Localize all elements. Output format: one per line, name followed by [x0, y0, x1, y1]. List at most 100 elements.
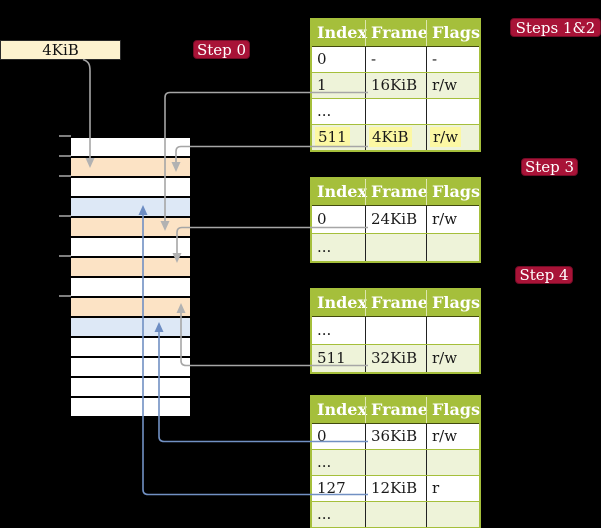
table-header: Index Frame Flags — [312, 179, 480, 206]
table-row: 511 32KiB r/w — [312, 344, 479, 372]
memory-row-empty — [71, 238, 190, 258]
cell-frame: 32KiB — [365, 345, 426, 372]
cell-index: 511 — [317, 349, 346, 367]
cell-index: ... — [317, 321, 332, 339]
table-row: 127 12KiB r — [312, 475, 479, 501]
cell-index: 1 — [317, 76, 327, 94]
cell-frame: - — [365, 47, 426, 72]
address-tick — [59, 175, 71, 177]
cell-flags — [426, 317, 479, 344]
page-table-3: Index Frame Flags ... 511 32KiB r/w — [310, 288, 481, 374]
cell-flags — [426, 450, 479, 475]
cell-flags — [426, 234, 479, 261]
page-table-2: Index Frame Flags 0 24KiB r/w ... — [310, 177, 481, 263]
cell-flags — [426, 502, 479, 527]
address-tick — [59, 155, 71, 157]
badge-steps-1-2: Steps 1&2 — [510, 18, 601, 37]
cell-frame — [365, 317, 426, 344]
frame-address-box: 4KiB — [0, 40, 121, 60]
cell-flags: r/w — [426, 206, 479, 233]
cell-index: 511 — [312, 125, 365, 150]
address-tick — [59, 295, 71, 297]
memory-row-page — [71, 198, 190, 218]
table-row-highlighted: 511 4KiB r/w — [312, 124, 479, 150]
badge-step-4-label: Step 4 — [519, 266, 569, 284]
table-row: ... — [312, 233, 479, 261]
cell-index: ... — [317, 505, 332, 523]
column-header-frame: Frame — [365, 179, 428, 205]
cell-index: ... — [317, 453, 332, 471]
table-row: ... — [312, 98, 479, 124]
cell-index: 127 — [317, 479, 346, 497]
address-tick — [59, 255, 71, 257]
memory-row-table — [71, 258, 190, 278]
table-header: Index Frame Flags — [312, 397, 480, 424]
column-header-index: Index — [317, 182, 368, 201]
cell-index: ... — [317, 102, 332, 120]
cell-flags: r/w — [426, 424, 479, 449]
memory-row-empty — [71, 398, 190, 418]
table-row: 0 24KiB r/w — [312, 206, 479, 233]
cell-frame — [365, 502, 426, 527]
table-header: Index Frame Flags — [312, 20, 480, 47]
memory-row-empty — [71, 278, 190, 298]
badge-step-0: Step 0 — [193, 40, 250, 59]
table-row: ... — [312, 501, 479, 527]
cell-flags: r — [426, 476, 479, 501]
table-row: 0 36KiB r/w — [312, 424, 479, 449]
highlighted-value: 4KiB — [369, 127, 412, 147]
table-row: 0 - - — [312, 47, 479, 72]
column-header-index: Index — [317, 293, 368, 312]
column-header-frame: Frame — [365, 20, 428, 46]
page-table-4: Index Frame Flags 0 36KiB r/w ... 127 12… — [310, 395, 481, 528]
memory-row-empty — [71, 178, 190, 198]
memory-row-empty — [71, 338, 190, 358]
cell-flags: - — [426, 47, 479, 72]
address-tick — [59, 215, 71, 217]
address-tick — [59, 135, 71, 137]
frame-address-label: 4KiB — [42, 41, 79, 59]
cell-frame: 16KiB — [365, 73, 426, 98]
highlighted-value: r/w — [430, 127, 462, 147]
badge-step-4: Step 4 — [515, 266, 573, 284]
badge-steps-1-2-label: Steps 1&2 — [515, 18, 596, 37]
cell-flags: r/w — [426, 345, 479, 372]
column-header-index: Index — [317, 400, 368, 419]
badge-step-0-label: Step 0 — [196, 40, 247, 59]
cell-index: 0 — [317, 427, 327, 445]
cell-frame: 4KiB — [365, 125, 426, 150]
cell-frame — [365, 234, 426, 261]
column-header-frame: Frame — [365, 290, 428, 316]
cell-index: 0 — [317, 210, 327, 228]
memory-row-page — [71, 318, 190, 338]
memory-row-empty — [71, 358, 190, 378]
cell-flags: r/w — [426, 73, 479, 98]
memory-row-empty — [71, 138, 190, 158]
table-header: Index Frame Flags — [312, 290, 480, 317]
table-row: 1 16KiB r/w — [312, 72, 479, 98]
highlighted-value: 511 — [315, 127, 350, 147]
cell-frame — [365, 99, 426, 124]
cell-frame — [365, 450, 426, 475]
column-header-flags: Flags — [426, 397, 480, 423]
column-header-index: Index — [317, 23, 368, 42]
table-row: ... — [312, 317, 479, 344]
physical-memory-stack — [71, 136, 190, 418]
cell-frame: 12KiB — [365, 476, 426, 501]
column-header-flags: Flags — [426, 179, 480, 205]
cell-frame: 24KiB — [365, 206, 426, 233]
badge-step-3-label: Step 3 — [524, 158, 575, 176]
memory-row-table — [71, 158, 190, 178]
memory-row-empty — [71, 378, 190, 398]
cell-flags: r/w — [426, 125, 479, 150]
table-row: ... — [312, 449, 479, 475]
column-header-flags: Flags — [426, 290, 480, 316]
memory-row-table — [71, 298, 190, 318]
column-header-flags: Flags — [426, 20, 480, 46]
memory-row-table — [71, 218, 190, 238]
cell-frame: 36KiB — [365, 424, 426, 449]
badge-step-3: Step 3 — [521, 158, 578, 176]
cell-index: ... — [317, 238, 332, 256]
page-table-1: Index Frame Flags 0 - - 1 16KiB r/w ... … — [310, 18, 481, 152]
